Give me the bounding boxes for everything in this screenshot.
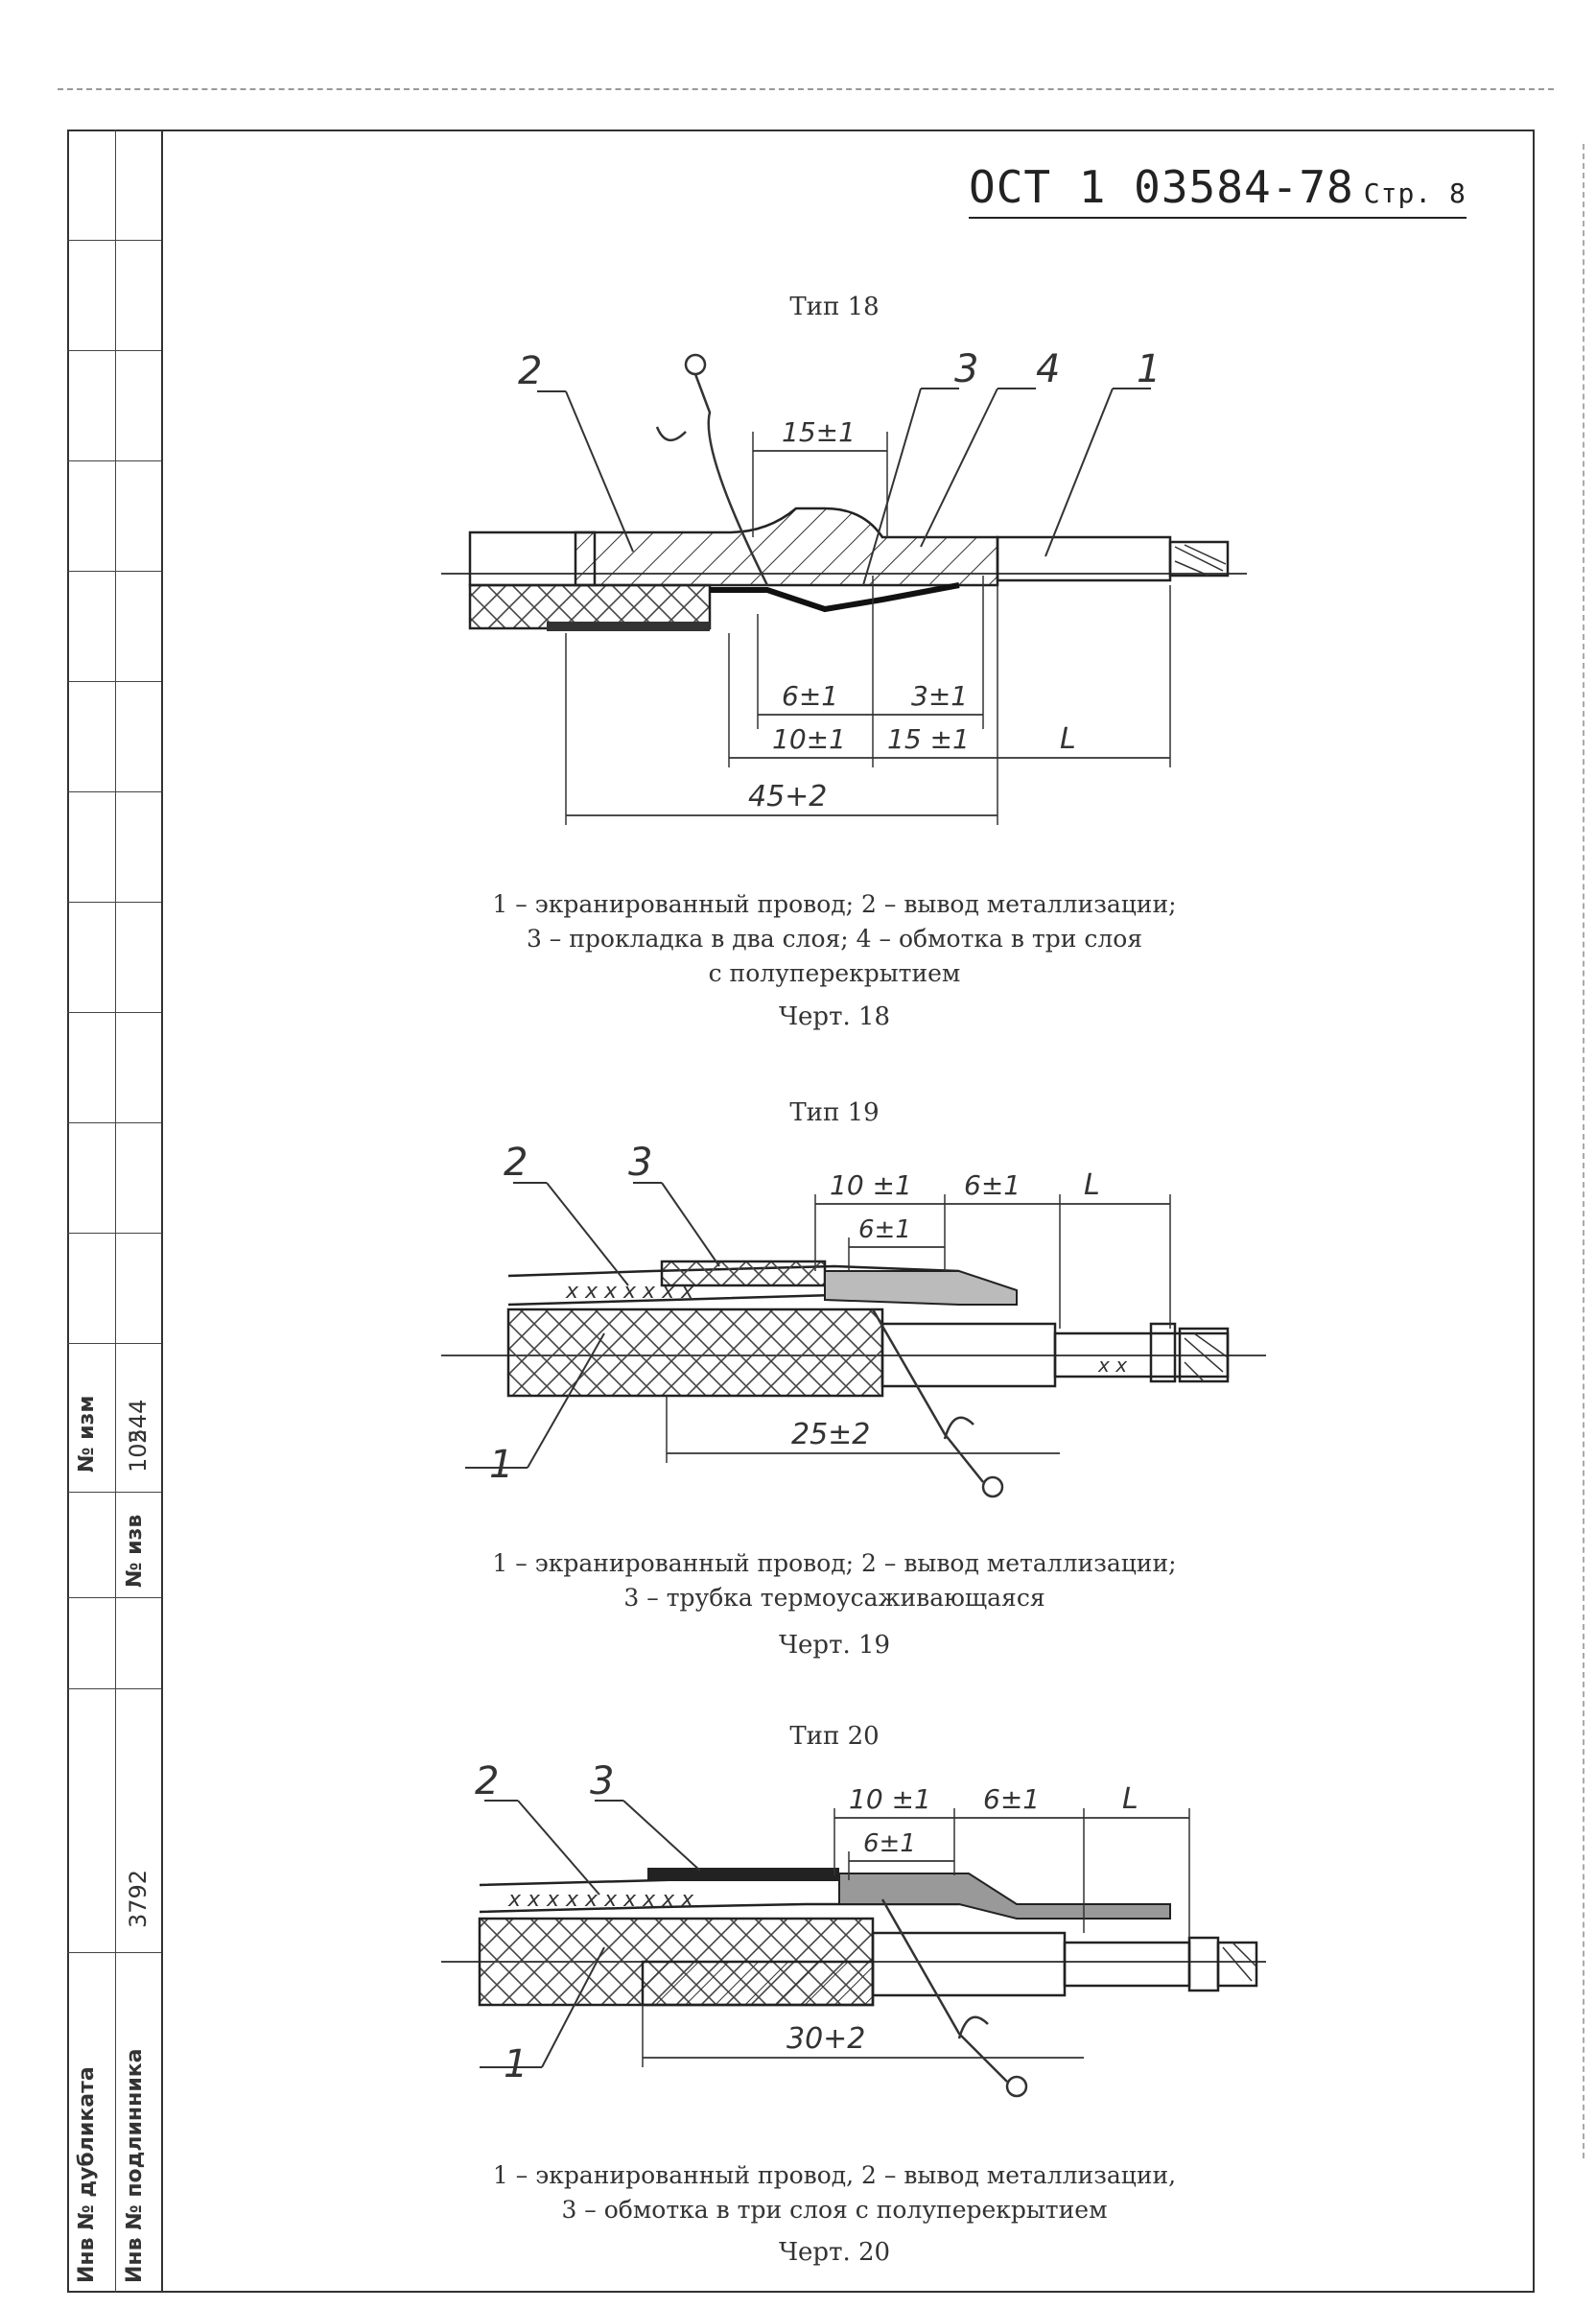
winding-layer xyxy=(641,1960,875,2007)
figure-18-legend-line2: 3 – прокладка в два слоя; 4 – обмотка в … xyxy=(526,925,1143,953)
stamp-divider xyxy=(67,350,161,351)
stamp-divider xyxy=(67,571,161,572)
stamp-divider xyxy=(67,460,161,461)
figure-19-type-label: Тип 19 xyxy=(789,1098,880,1127)
dim-L: L xyxy=(1060,722,1076,756)
figure-19-drawing: x x x x x x x x x 2 3 1 10 ±1 6±1 L 6±1 … xyxy=(441,1141,1266,1498)
callout-2: 2 xyxy=(504,1141,528,1185)
figure-18-caption: Черт. 18 xyxy=(778,1002,891,1031)
right-dashed-line xyxy=(1583,144,1584,2158)
stamp-divider xyxy=(67,1233,161,1234)
conductor-end xyxy=(1178,1327,1230,1383)
stamp-divider xyxy=(67,1492,161,1493)
dim-25: 25±2 xyxy=(791,1418,870,1451)
figure-18-legend: 1 – экранированный провод; 2 – вывод мет… xyxy=(355,887,1314,991)
stamp-divider xyxy=(67,681,161,682)
dim-6b: 6±1 xyxy=(863,1829,916,1858)
dim-10: 10±1 xyxy=(772,723,846,755)
stamp-divider xyxy=(67,1122,161,1123)
callout-3: 3 xyxy=(954,347,978,391)
ring-terminal xyxy=(684,353,707,376)
figure-18-legend-line3: с полуперекрытием xyxy=(708,959,961,987)
stamp-label-duplicate: Инв № дубликата xyxy=(75,2066,99,2283)
winding-layer xyxy=(574,507,999,587)
page-frame xyxy=(67,130,1535,2293)
callout-1: 1 xyxy=(1137,347,1161,391)
figure-20-drawing: x x x x x x x x x x 2 3 1 10 ±1 6±1 L 6±… xyxy=(441,1759,1266,2098)
stamp-value-notice-no: 10544 xyxy=(125,1399,152,1473)
shrink-tube xyxy=(660,1260,827,1287)
figure-19-caption: Черт. 19 xyxy=(778,1631,891,1660)
dim-10: 10 ±1 xyxy=(849,1783,931,1815)
dim-15b: 15 ±1 xyxy=(887,723,970,755)
side-stamp: № изм 2 № изв 10544 3792 Инв № дубликата… xyxy=(67,130,163,2293)
wire-segment xyxy=(1063,1941,1191,1988)
stamp-divider xyxy=(67,1012,161,1013)
svg-text:x x: x x xyxy=(1097,1354,1127,1377)
stamp-divider xyxy=(67,1688,161,1689)
dim-6: 6±1 xyxy=(782,680,838,712)
dim-6: 6±1 xyxy=(964,1169,1021,1201)
dim-L: L xyxy=(1122,1782,1138,1816)
document-code: ОСТ 1 03584-78 Стр. 8 xyxy=(969,161,1467,219)
dim-6: 6±1 xyxy=(983,1783,1040,1815)
document-code-text: ОСТ 1 03584-78 xyxy=(969,161,1354,213)
top-dashed-line xyxy=(58,88,1554,90)
winding-layer xyxy=(647,1868,839,1881)
figure-19-legend-line1: 1 – экранированный провод; 2 – вывод мет… xyxy=(492,1549,1177,1577)
shrink-tube-end xyxy=(824,1270,1018,1306)
figure-18-type-label: Тип 18 xyxy=(789,293,880,321)
ring-terminal xyxy=(1005,2075,1028,2098)
figure-20-legend: 1 – экранированный провод, 2 – вывод мет… xyxy=(355,2158,1314,2227)
page-number: Стр. 8 xyxy=(1363,177,1467,209)
figure-20-type-label: Тип 20 xyxy=(789,1722,880,1751)
winding-end xyxy=(838,1873,1171,1920)
figure-19-legend-line2: 3 – трубка термоусаживающаяся xyxy=(623,1584,1045,1612)
ring-terminal xyxy=(981,1475,1004,1498)
callout-4: 4 xyxy=(1036,347,1060,391)
figure-18-legend-line1: 1 – экранированный провод; 2 – вывод мет… xyxy=(492,890,1177,918)
callout-2: 2 xyxy=(475,1759,499,1803)
stamp-label-original: Инв № подлинника xyxy=(123,2048,147,2283)
svg-text:x x x x x x x x x x: x x x x x x x x x x xyxy=(507,1888,694,1912)
lead-band xyxy=(547,622,710,631)
stamp-label-notice-no: № изв xyxy=(123,1514,147,1588)
figure-19-legend: 1 – экранированный провод; 2 – вывод мет… xyxy=(355,1546,1314,1615)
stamp-divider xyxy=(67,791,161,792)
dim-30: 30+2 xyxy=(786,2022,865,2056)
shield-braid xyxy=(506,1308,884,1398)
callout-3: 3 xyxy=(590,1759,614,1803)
dim-45: 45+2 xyxy=(748,780,827,813)
callout-1: 1 xyxy=(489,1443,513,1487)
stamp-divider xyxy=(67,1597,161,1598)
metallization-lead xyxy=(710,582,960,613)
figure-18-drawing: 2 3 4 1 15±1 6±1 3±1 10±1 15 ±1 L 45+2 xyxy=(441,347,1247,825)
dim-15: 15±1 xyxy=(782,416,856,448)
callout-1: 1 xyxy=(504,2042,528,2086)
stamp-divider xyxy=(67,902,161,903)
conductor-end xyxy=(1216,1941,1258,1988)
callout-2: 2 xyxy=(518,349,542,393)
dim-3: 3±1 xyxy=(911,680,968,712)
stamp-label-change-no: № изм xyxy=(75,1395,99,1473)
stamp-vline xyxy=(115,130,116,2293)
dim-6b: 6±1 xyxy=(858,1215,911,1244)
figure-20-caption: Черт. 20 xyxy=(778,2238,891,2267)
stamp-divider xyxy=(67,1343,161,1344)
callout-3: 3 xyxy=(628,1141,652,1185)
stamp-divider xyxy=(67,240,161,241)
stamp-value-archive: 3792 xyxy=(125,1869,152,1928)
conductor-end xyxy=(1168,540,1230,577)
wire-segment xyxy=(871,1931,1067,1997)
figure-20-legend-line2: 3 – обмотка в три слоя с полуперекрытием xyxy=(561,2196,1108,2224)
figure-20-legend-line1: 1 – экранированный провод, 2 – вывод мет… xyxy=(492,2161,1177,2189)
dim-10: 10 ±1 xyxy=(830,1169,912,1201)
stamp-divider xyxy=(67,1952,161,1953)
dim-L: L xyxy=(1084,1168,1100,1202)
